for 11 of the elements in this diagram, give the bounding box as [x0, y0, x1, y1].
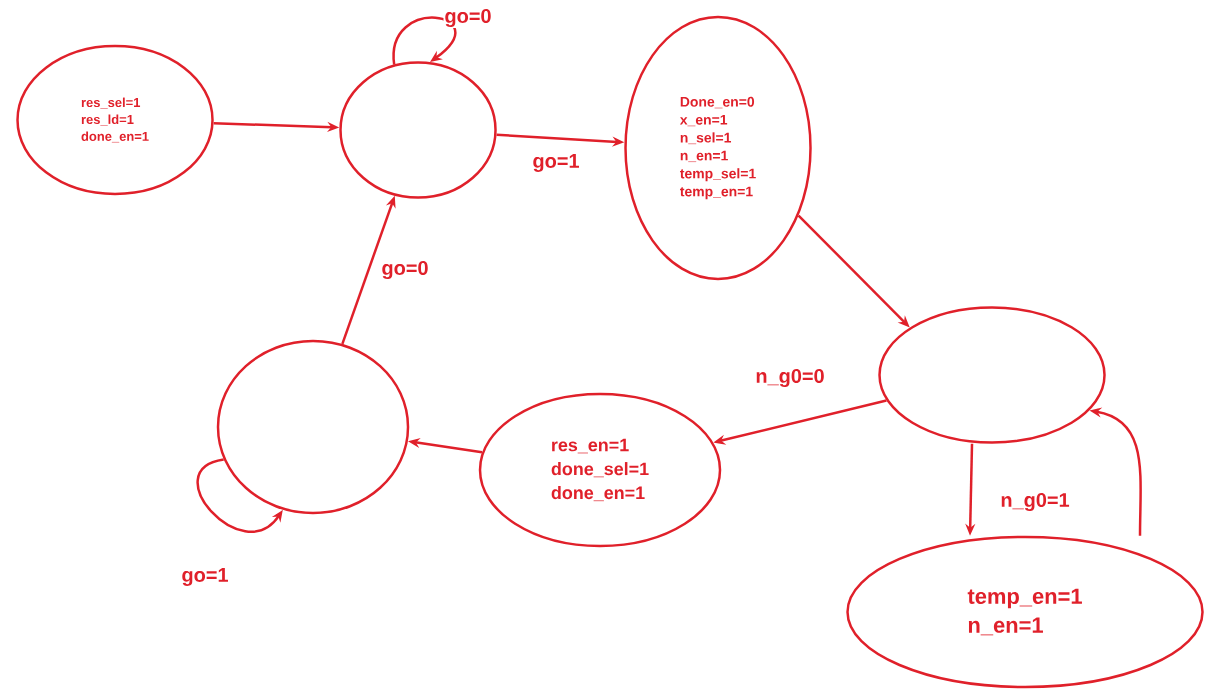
transition-label: go=1 — [531, 153, 581, 173]
state-circle — [216, 339, 410, 515]
transition-label: n_g0=1 — [999, 491, 1071, 513]
transition-label: go=0 — [380, 259, 430, 281]
transition-label: go=0 — [443, 7, 493, 29]
transition-arrow — [196, 458, 283, 533]
state-circle — [878, 306, 1106, 444]
transition-label: go=1 — [180, 567, 230, 587]
transition-label: n_g0=0 — [754, 367, 826, 389]
state-circle — [339, 61, 497, 199]
transition-arrow — [392, 16, 457, 65]
